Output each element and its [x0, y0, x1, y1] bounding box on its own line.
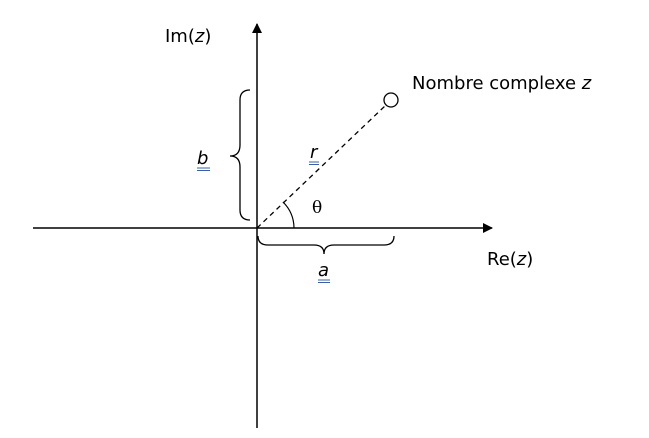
imag-part-label: b — [197, 148, 208, 169]
x-axis-label: Re(z) — [487, 249, 533, 270]
modulus-line — [256, 104, 387, 229]
angle-label: θ — [312, 198, 322, 218]
real-part-label: a — [318, 260, 329, 281]
angle-arc — [282, 201, 295, 229]
imag-part-brace — [229, 89, 251, 221]
modulus-label: r — [310, 142, 319, 163]
point-label: Nombre complexe z — [412, 73, 592, 94]
y-axis-label: Im(z) — [165, 26, 211, 47]
real-part-brace — [257, 235, 395, 255]
complex-point — [383, 92, 399, 108]
